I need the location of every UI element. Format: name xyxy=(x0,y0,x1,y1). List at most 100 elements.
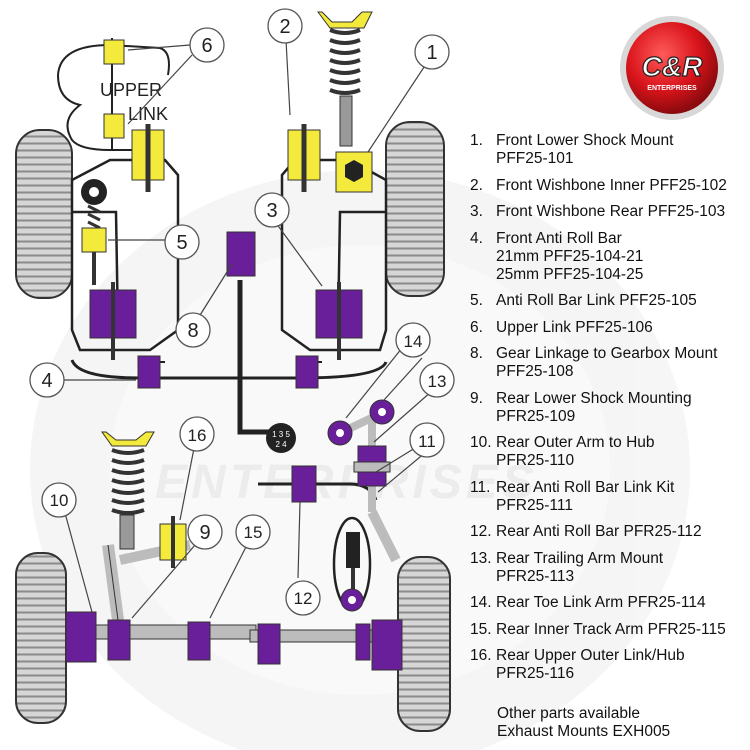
part-name: Rear Upper Outer Link/Hub xyxy=(496,647,685,664)
part-code: PFR25-111 xyxy=(496,496,573,514)
part-name: Rear Trailing Arm Mount xyxy=(496,549,664,567)
svg-text:1 3 5: 1 3 5 xyxy=(272,430,290,439)
part-name: Front Anti Roll Bar xyxy=(496,229,622,247)
svg-text:11: 11 xyxy=(418,432,436,451)
logo-text: C&R xyxy=(642,51,703,82)
part-name: Rear Lower Shock Mounting xyxy=(496,389,692,407)
callout-13: 13 xyxy=(419,362,455,398)
part-number: 2. xyxy=(470,176,483,194)
rear-right-tyre xyxy=(397,556,451,732)
svg-text:2: 2 xyxy=(279,16,290,38)
part-name: Rear Outer Arm to Hub xyxy=(496,434,655,451)
part-name: Gear Linkage to Gearbox Mount xyxy=(496,345,718,362)
logo-subtext: ENTERPRISES xyxy=(647,85,697,92)
part-number: 9. xyxy=(470,389,483,407)
callout-6: 6 xyxy=(189,27,225,63)
part-item: 15.Rear Inner Track Arm PFR25-115 xyxy=(470,621,750,639)
part-code: PFF25-101 xyxy=(496,150,574,167)
callout-11: 11 xyxy=(409,422,445,458)
svg-text:2 4: 2 4 xyxy=(275,440,287,449)
svg-text:9: 9 xyxy=(199,522,210,544)
part-number: 1. xyxy=(470,132,483,149)
part-code: PFF25-108 xyxy=(496,363,574,380)
part-code: PFR25-109 xyxy=(496,407,576,425)
rear-inner-track-bush-left xyxy=(107,619,131,661)
front-arb-bush-left xyxy=(137,355,161,389)
part-number: 15. xyxy=(470,620,492,638)
rear-outer-arm-bush-left xyxy=(65,611,97,663)
svg-text:12: 12 xyxy=(294,589,313,608)
callout-3: 3 xyxy=(254,192,290,228)
gear-linkage xyxy=(237,280,278,435)
part-number: 11. xyxy=(470,478,491,496)
upper-link-bush-top xyxy=(103,39,125,65)
front-left-tyre xyxy=(15,129,73,299)
callout-4: 4 xyxy=(29,362,65,398)
rear-outer-arm-bush-right xyxy=(371,619,403,671)
callout-2: 2 xyxy=(267,8,303,44)
svg-text:10: 10 xyxy=(50,491,69,510)
part-name: Rear Toe Link Arm PFR25-114 xyxy=(496,594,706,611)
rear-toe-link xyxy=(327,399,395,446)
part-name: Front Wishbone Inner PFF25-102 xyxy=(496,176,727,194)
part-number: 12. xyxy=(470,523,492,540)
svg-text:3: 3 xyxy=(266,200,277,222)
part-item: 6.Upper Link PFF25-106 xyxy=(470,319,750,337)
exhaust-mounts-line: Exhaust Mounts EXH005 xyxy=(497,723,671,740)
part-item: 3.Front Wishbone Rear PFF25-103 xyxy=(470,203,750,221)
part-item: 2. Front Wishbone Inner PFF25-102 xyxy=(470,177,750,195)
gear-linkage-mount xyxy=(226,231,256,277)
upper-link-label-1: UPPER xyxy=(100,80,162,100)
rear-left-tyre xyxy=(15,552,67,724)
part-name: Rear Anti Roll Bar PFR25-112 xyxy=(496,523,702,540)
part-number: 5. xyxy=(470,292,483,309)
part-item: 12.Rear Anti Roll Bar PFR25-112 xyxy=(470,523,750,541)
part-code: 21mm PFF25-104-21 xyxy=(496,247,644,265)
callout-1: 1 xyxy=(414,34,450,70)
svg-text:8: 8 xyxy=(187,320,198,342)
part-item: 5. Anti Roll Bar Link PFF25-105 xyxy=(470,292,750,310)
svg-text:6: 6 xyxy=(201,35,212,57)
brand-logo: C&R ENTERPRISES xyxy=(620,16,724,120)
svg-text:16: 16 xyxy=(188,426,207,445)
callout-8: 8 xyxy=(175,312,211,348)
upper-link-label-2: LINK xyxy=(128,104,168,124)
part-number: 16. xyxy=(470,647,492,664)
svg-text:5: 5 xyxy=(176,232,187,254)
callout-9: 9 xyxy=(187,514,223,550)
svg-text:13: 13 xyxy=(428,372,447,391)
part-number: 10. xyxy=(470,434,492,451)
upper-link-bush-bottom xyxy=(103,113,125,139)
svg-text:1: 1 xyxy=(426,42,437,64)
rear-inner-track-bush-mid xyxy=(187,621,211,661)
callout-12: 12 xyxy=(285,580,321,616)
rear-arb-link xyxy=(332,516,372,612)
front-arb-link xyxy=(81,179,107,285)
svg-text:14: 14 xyxy=(404,332,423,351)
other-parts-line: Other parts available xyxy=(497,705,641,722)
part-code: 25mm PFF25-104-25 xyxy=(496,265,644,283)
rear-shock-spring xyxy=(101,431,155,550)
part-name: Front Wishbone Rear PFF25-103 xyxy=(496,203,726,220)
svg-text:4: 4 xyxy=(41,370,52,392)
callouts: 6 2 1 3 5 8 4 14 13 11 16 9 1 5 10 12 xyxy=(29,8,455,616)
rear-arb-bush xyxy=(291,465,317,503)
front-right-tyre xyxy=(385,121,445,297)
part-name: Front Lower Shock Mount xyxy=(496,132,674,149)
part-name: Anti Roll Bar Link PFF25-105 xyxy=(496,292,697,309)
part-number: 8. xyxy=(470,345,483,362)
part-item: 14.Rear Toe Link Arm PFR25-114 xyxy=(470,594,750,612)
part-number: 4. xyxy=(470,229,483,247)
part-name: Rear Inner Track Arm PFR25-115 xyxy=(496,620,726,638)
part-number: 14. xyxy=(470,594,492,611)
front-arb-bush-right xyxy=(295,355,319,389)
callout-14: 14 xyxy=(395,322,431,358)
rear-trailing-arm-mount xyxy=(353,420,401,563)
